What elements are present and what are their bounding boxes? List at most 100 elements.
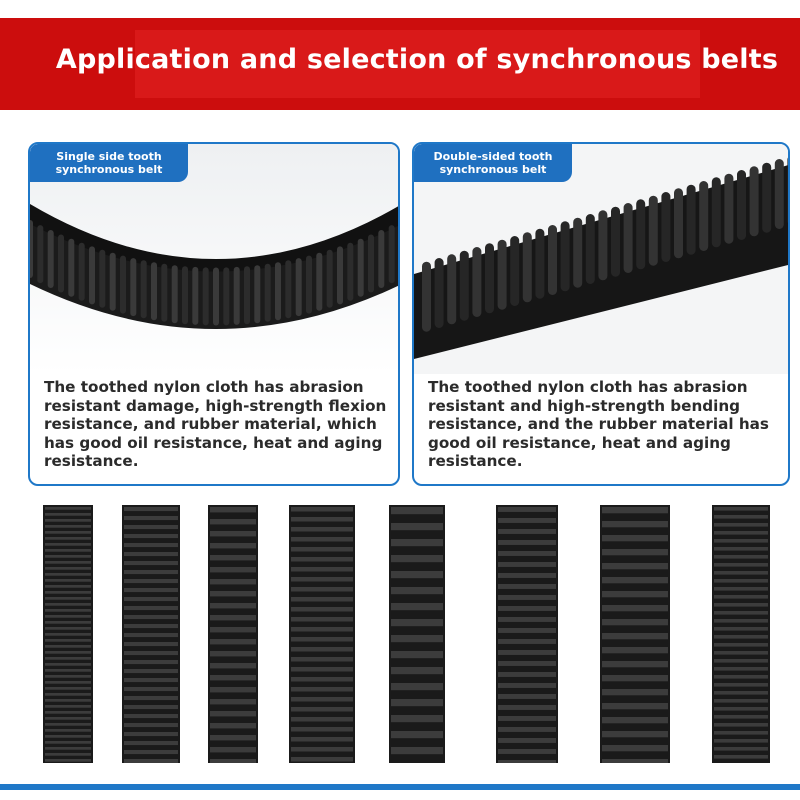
belt-ridge (45, 693, 91, 696)
belt-ridge (45, 657, 91, 660)
belt-ridge (602, 535, 668, 542)
belt-tooth (192, 266, 199, 325)
belt-tooth (699, 181, 709, 251)
belt-sample-5 (389, 505, 445, 763)
belt-tooth (182, 266, 188, 325)
belt-ridge (714, 651, 768, 655)
belt-sample-1 (43, 505, 93, 763)
belt-ridge (124, 696, 178, 701)
belt-ridge (602, 591, 668, 598)
belt-ridge (124, 606, 178, 611)
belt-tooth (275, 262, 281, 321)
belt-ridge (602, 731, 668, 738)
belt-ridge (210, 627, 256, 633)
belt-tooth (674, 188, 683, 259)
belt-ridge (291, 627, 353, 632)
single-side-belt-tag: Single side tooth synchronous belt (30, 144, 188, 182)
belt-tooth (774, 159, 784, 229)
belt-ridge (210, 723, 256, 729)
belt-ridge (714, 587, 768, 591)
belt-ridge (291, 647, 353, 652)
double-sided-belt-description: The toothed nylon cloth has abrasion res… (428, 378, 769, 470)
belt-tooth (140, 260, 147, 319)
belt-ridge (498, 584, 556, 589)
belt-ridge (391, 571, 443, 579)
belt-tooth (548, 225, 557, 295)
belt-sample-6 (496, 505, 558, 763)
belt-tooth (787, 157, 788, 224)
belt-tooth (648, 195, 658, 266)
belt-ridge (45, 729, 91, 732)
belt-ridge (714, 603, 768, 607)
belt-ridge (124, 552, 178, 557)
belt-ridge (602, 647, 668, 654)
belt-ridge (291, 517, 353, 522)
belt-tooth (560, 221, 570, 292)
belt-ridge (498, 529, 556, 534)
belt-ridge (714, 739, 768, 743)
belt-ridge (714, 579, 768, 583)
belt-ridge (124, 615, 178, 620)
belt-ridge (391, 683, 443, 691)
belt-sample-4 (289, 505, 355, 763)
belt-ridge (45, 573, 91, 576)
belt-ridge (45, 537, 91, 540)
belt-ridge (714, 619, 768, 623)
belt-ridge (45, 705, 91, 708)
belt-ridge (391, 539, 443, 547)
belt-ridge (602, 507, 668, 514)
belt-ridge (714, 627, 768, 631)
belt-tooth (171, 265, 178, 324)
belt-ridge (124, 741, 178, 746)
belt-ridge (124, 534, 178, 539)
belt-ridge (498, 727, 556, 732)
belt-ridge (124, 651, 178, 656)
belt-ridge (210, 687, 256, 693)
belt-ridge (291, 717, 353, 722)
belt-ridge (602, 717, 668, 724)
belt-ridge (291, 757, 353, 762)
belt-tooth (47, 230, 54, 288)
belt-ridge (602, 703, 668, 710)
belt-ridge (498, 716, 556, 721)
belt-tooth (522, 232, 532, 303)
belt-ridge (124, 759, 178, 763)
belt-ridge (291, 577, 353, 582)
belt-ridge (498, 540, 556, 545)
belt-ridge (210, 519, 256, 525)
belt-ridge (210, 543, 256, 549)
belt-ridge (124, 570, 178, 575)
belt-ridge (124, 732, 178, 737)
belt-ridge (124, 507, 178, 512)
belt-ridge (45, 747, 91, 750)
belt-ridge (210, 735, 256, 741)
belt-tooth (78, 242, 85, 301)
belt-ridge (714, 547, 768, 551)
belt-tooth (636, 199, 646, 270)
belt-tooth (233, 266, 240, 325)
belt-ridge (714, 659, 768, 663)
belt-ridge (45, 519, 91, 522)
belt-tooth (326, 249, 333, 308)
belt-tooth (347, 242, 354, 301)
belt-ridge (45, 681, 91, 684)
page-title: Application and selection of synchronous… (55, 44, 779, 75)
belt-ridge (291, 537, 353, 542)
belt-ridge (45, 741, 91, 744)
belt-ridge (498, 672, 556, 677)
belt-ridge (45, 561, 91, 564)
belt-tooth (623, 203, 633, 273)
belt-ridge (714, 563, 768, 567)
belt-ridge (210, 663, 256, 669)
belt-ridge (210, 747, 256, 753)
belt-tooth (285, 260, 292, 319)
belt-ridge (124, 678, 178, 683)
belt-ridge (210, 699, 256, 705)
belt-tooth (686, 184, 696, 255)
belt-sample-2 (122, 505, 180, 763)
belt-ridge (45, 549, 91, 552)
belt-tooth (202, 267, 209, 326)
belt-ridge (498, 628, 556, 633)
belt-ridge (45, 645, 91, 648)
belt-ridge (45, 567, 91, 570)
